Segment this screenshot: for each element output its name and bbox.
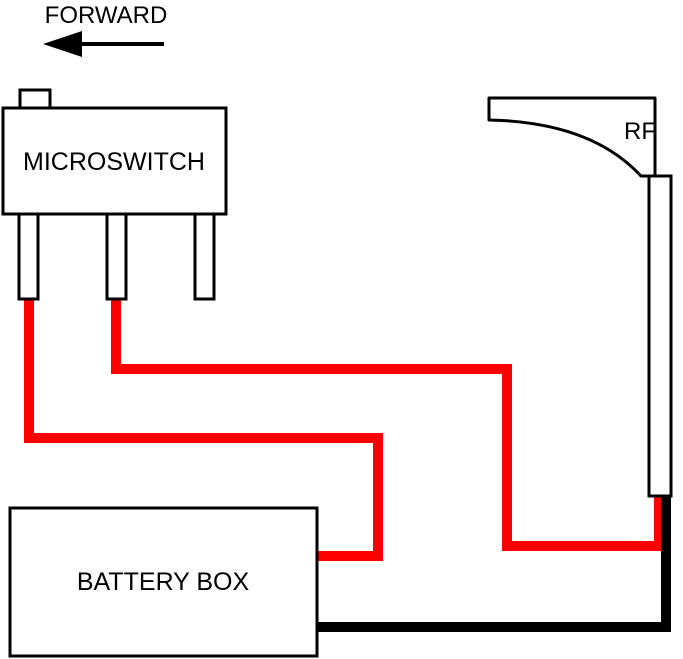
rf-module: RF (487, 96, 673, 498)
microswitch-actuator (18, 88, 52, 110)
arrow-left-icon (43, 31, 164, 57)
microswitch-pin-normally-open (105, 212, 128, 301)
microswitch-label: MICROSWITCH (23, 148, 205, 176)
microswitch-body (1, 106, 228, 216)
microswitch: MICROSWITCH (1, 88, 228, 301)
wire-switch-to-rf (111, 299, 664, 551)
rf-head (487, 96, 657, 178)
wire-switch-to-battery (24, 299, 383, 561)
forward-label: FORWARD (45, 2, 168, 29)
microswitch-pin-common (17, 212, 40, 301)
microswitch-pin-normally-closed (193, 212, 216, 301)
rf-antenna-rod (647, 174, 673, 498)
battery-box: BATTERY BOX (8, 506, 319, 658)
wire-ground (317, 496, 671, 632)
battery-box-label: BATTERY BOX (77, 568, 250, 596)
rf-label: RF (624, 118, 656, 145)
battery-box-body (8, 506, 319, 658)
